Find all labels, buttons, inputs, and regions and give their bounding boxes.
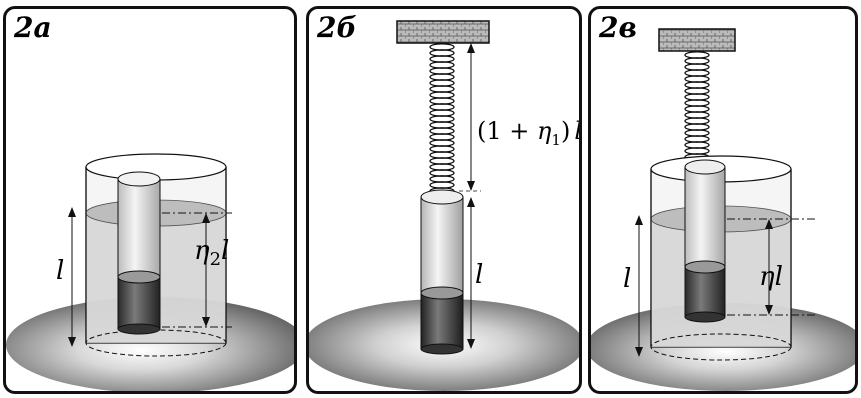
panel-2v: 2в	[588, 6, 858, 394]
label-l-left: l	[623, 264, 631, 294]
label-l-left: l	[56, 256, 64, 286]
diagram-2b: (1 + η1)l l	[309, 20, 582, 391]
spring	[684, 51, 710, 167]
panel-title: 2а	[14, 11, 52, 44]
diagram-2v: l ηl	[591, 28, 855, 391]
diagram-2a: l η2l	[6, 153, 294, 391]
load	[684, 266, 726, 318]
ceiling-block	[396, 20, 490, 44]
load	[117, 276, 161, 330]
panel-title: 2б	[317, 11, 357, 44]
panel-2b: 2б	[306, 6, 582, 394]
label-eta-l: ηl	[759, 262, 783, 292]
ceiling-block	[658, 28, 736, 52]
spring	[429, 43, 455, 195]
label-spring-length: (1 + η1)l	[477, 117, 582, 149]
label-l-tube: l	[475, 260, 483, 290]
panel-2a: 2а	[3, 6, 297, 394]
panel-title: 2в	[599, 11, 637, 44]
label-eta2-l: η2l	[194, 236, 229, 270]
load	[420, 292, 464, 350]
